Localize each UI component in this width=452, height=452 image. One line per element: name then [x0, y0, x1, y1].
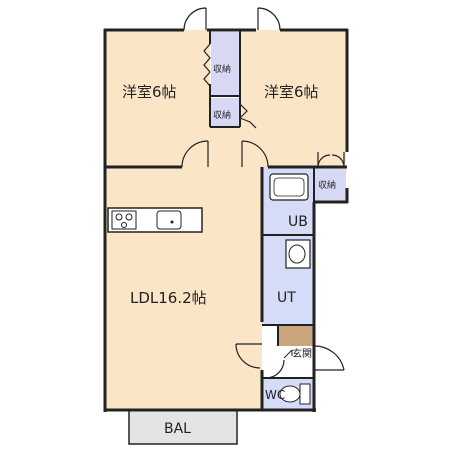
closet-right-label: 収納: [318, 179, 336, 191]
kitchen-counter: [107, 207, 203, 233]
western-room-2-floor: [240, 30, 346, 167]
closet-doors: [203, 43, 345, 168]
unit-bath-label: UB: [288, 214, 308, 230]
toilet-label: WC: [265, 388, 285, 402]
balcony-area: [128, 409, 238, 445]
utility-label: UT: [277, 290, 296, 306]
western-room-1-floor: [106, 30, 210, 167]
hallway-floor: [210, 126, 242, 168]
closet-upper-floor: [211, 32, 239, 95]
balcony-label: BAL: [164, 421, 191, 437]
closet-right-floor: [314, 167, 346, 202]
closet-upper-label: 収納: [213, 63, 231, 75]
washbasin-icon: [285, 239, 311, 269]
western-room-2-label: 洋室6帖: [264, 83, 319, 101]
sink-icon: [156, 210, 182, 230]
stove-icon: [111, 210, 137, 230]
entrance-landing: [262, 346, 314, 378]
entrance-step-icon: [283, 349, 293, 359]
bathtub-icon: [269, 173, 309, 201]
entrance-label: 玄関: [292, 347, 312, 360]
closet-lower-label: 収納: [213, 109, 231, 121]
ldk-label: LDL16.2帖: [130, 289, 207, 307]
western-room-1-label: 洋室6帖: [122, 83, 177, 101]
toilet-icon: [279, 383, 311, 405]
closet-lower-floor: [211, 98, 239, 127]
entrance-floor: [278, 325, 314, 346]
swing-doors: [181, 7, 345, 379]
